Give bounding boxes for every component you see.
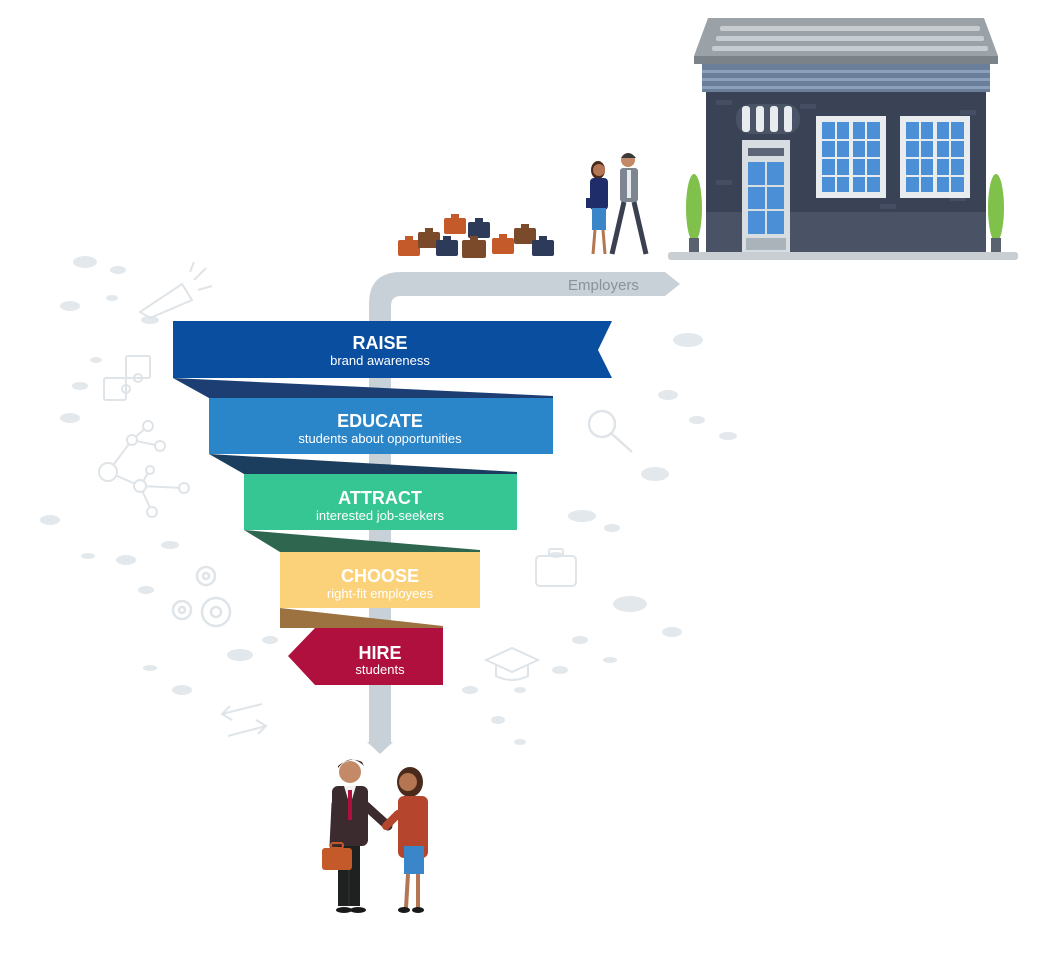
stage-choose-title: CHOOSE	[341, 566, 419, 586]
megaphone-icon	[138, 261, 213, 320]
briefcase-icon	[532, 236, 554, 256]
pipe-arrow-tip	[367, 742, 393, 754]
fold-raise-educate	[173, 378, 553, 398]
stage-educate-title: EDUCATE	[337, 411, 423, 431]
briefcase-icon	[535, 548, 577, 587]
employer-woman-figure	[586, 161, 608, 255]
briefcase-icon	[468, 218, 490, 238]
plant-left	[686, 174, 702, 252]
briefcase-icon	[514, 224, 536, 244]
stage-hire-title: HIRE	[358, 643, 401, 663]
puzzle-icon	[103, 355, 151, 401]
fold-attract-choose	[244, 530, 480, 552]
plant-right	[988, 174, 1004, 252]
stage-attract-ribbon	[244, 474, 517, 530]
awning	[736, 104, 800, 134]
pipeline: Employers	[367, 272, 680, 754]
fold-educate-attract	[209, 454, 517, 474]
stage-choose-ribbon	[280, 552, 480, 608]
briefcase-icon	[462, 236, 486, 258]
stage-raise-ribbon	[173, 321, 612, 378]
network-icon	[98, 420, 190, 518]
roof-tiles	[712, 26, 988, 51]
employer-man-figure	[609, 153, 649, 255]
gears-icon	[171, 565, 232, 628]
magnifier-icon	[587, 409, 633, 453]
stage-hire-ribbon	[288, 628, 443, 685]
employers-label: Employers	[568, 277, 639, 294]
stage-hire: HIRE students	[288, 628, 443, 685]
stage-educate: EDUCATE students about opportunities	[209, 398, 553, 454]
stage-raise: RAISE brand awareness	[173, 321, 612, 378]
hired-man-figure	[322, 759, 393, 913]
sidewalk	[668, 252, 1018, 260]
stage-choose: CHOOSE right-fit employees	[280, 552, 480, 608]
window-right	[900, 116, 970, 198]
stage-choose-subtitle: right-fit employees	[327, 586, 434, 601]
stage-educate-ribbon	[209, 398, 553, 454]
stage-raise-subtitle: brand awareness	[330, 353, 430, 368]
hired-woman-figure	[382, 767, 428, 913]
briefcase-icon	[492, 234, 514, 254]
roof-trim	[694, 56, 998, 64]
window-left	[816, 116, 886, 198]
cloud-icon	[40, 256, 737, 745]
funnel-stages: RAISE brand awareness EDUCATE students a…	[173, 321, 612, 685]
briefcase-icon	[436, 236, 458, 256]
facade-band-lines	[702, 70, 990, 89]
stage-raise-title: RAISE	[352, 333, 407, 353]
swap-arrows-icon	[220, 703, 268, 737]
stage-attract-title: ATTRACT	[338, 488, 422, 508]
stage-attract: ATTRACT interested job-seekers	[244, 474, 517, 530]
bricks	[716, 100, 976, 209]
graduation-cap-icon	[483, 646, 541, 681]
briefcase-pile	[398, 214, 554, 258]
briefcase-icon	[418, 228, 440, 248]
stage-attract-subtitle: interested job-seekers	[316, 508, 444, 523]
briefcase-icon	[398, 236, 420, 256]
briefcase-icon	[322, 842, 352, 870]
briefcase-icon	[444, 214, 466, 234]
stage-educate-subtitle: students about opportunities	[298, 431, 462, 446]
background-doodles	[40, 256, 737, 745]
employer-building	[668, 18, 1018, 260]
door	[742, 140, 790, 252]
stage-hire-subtitle: students	[355, 662, 405, 677]
fold-choose-hire	[280, 608, 443, 628]
